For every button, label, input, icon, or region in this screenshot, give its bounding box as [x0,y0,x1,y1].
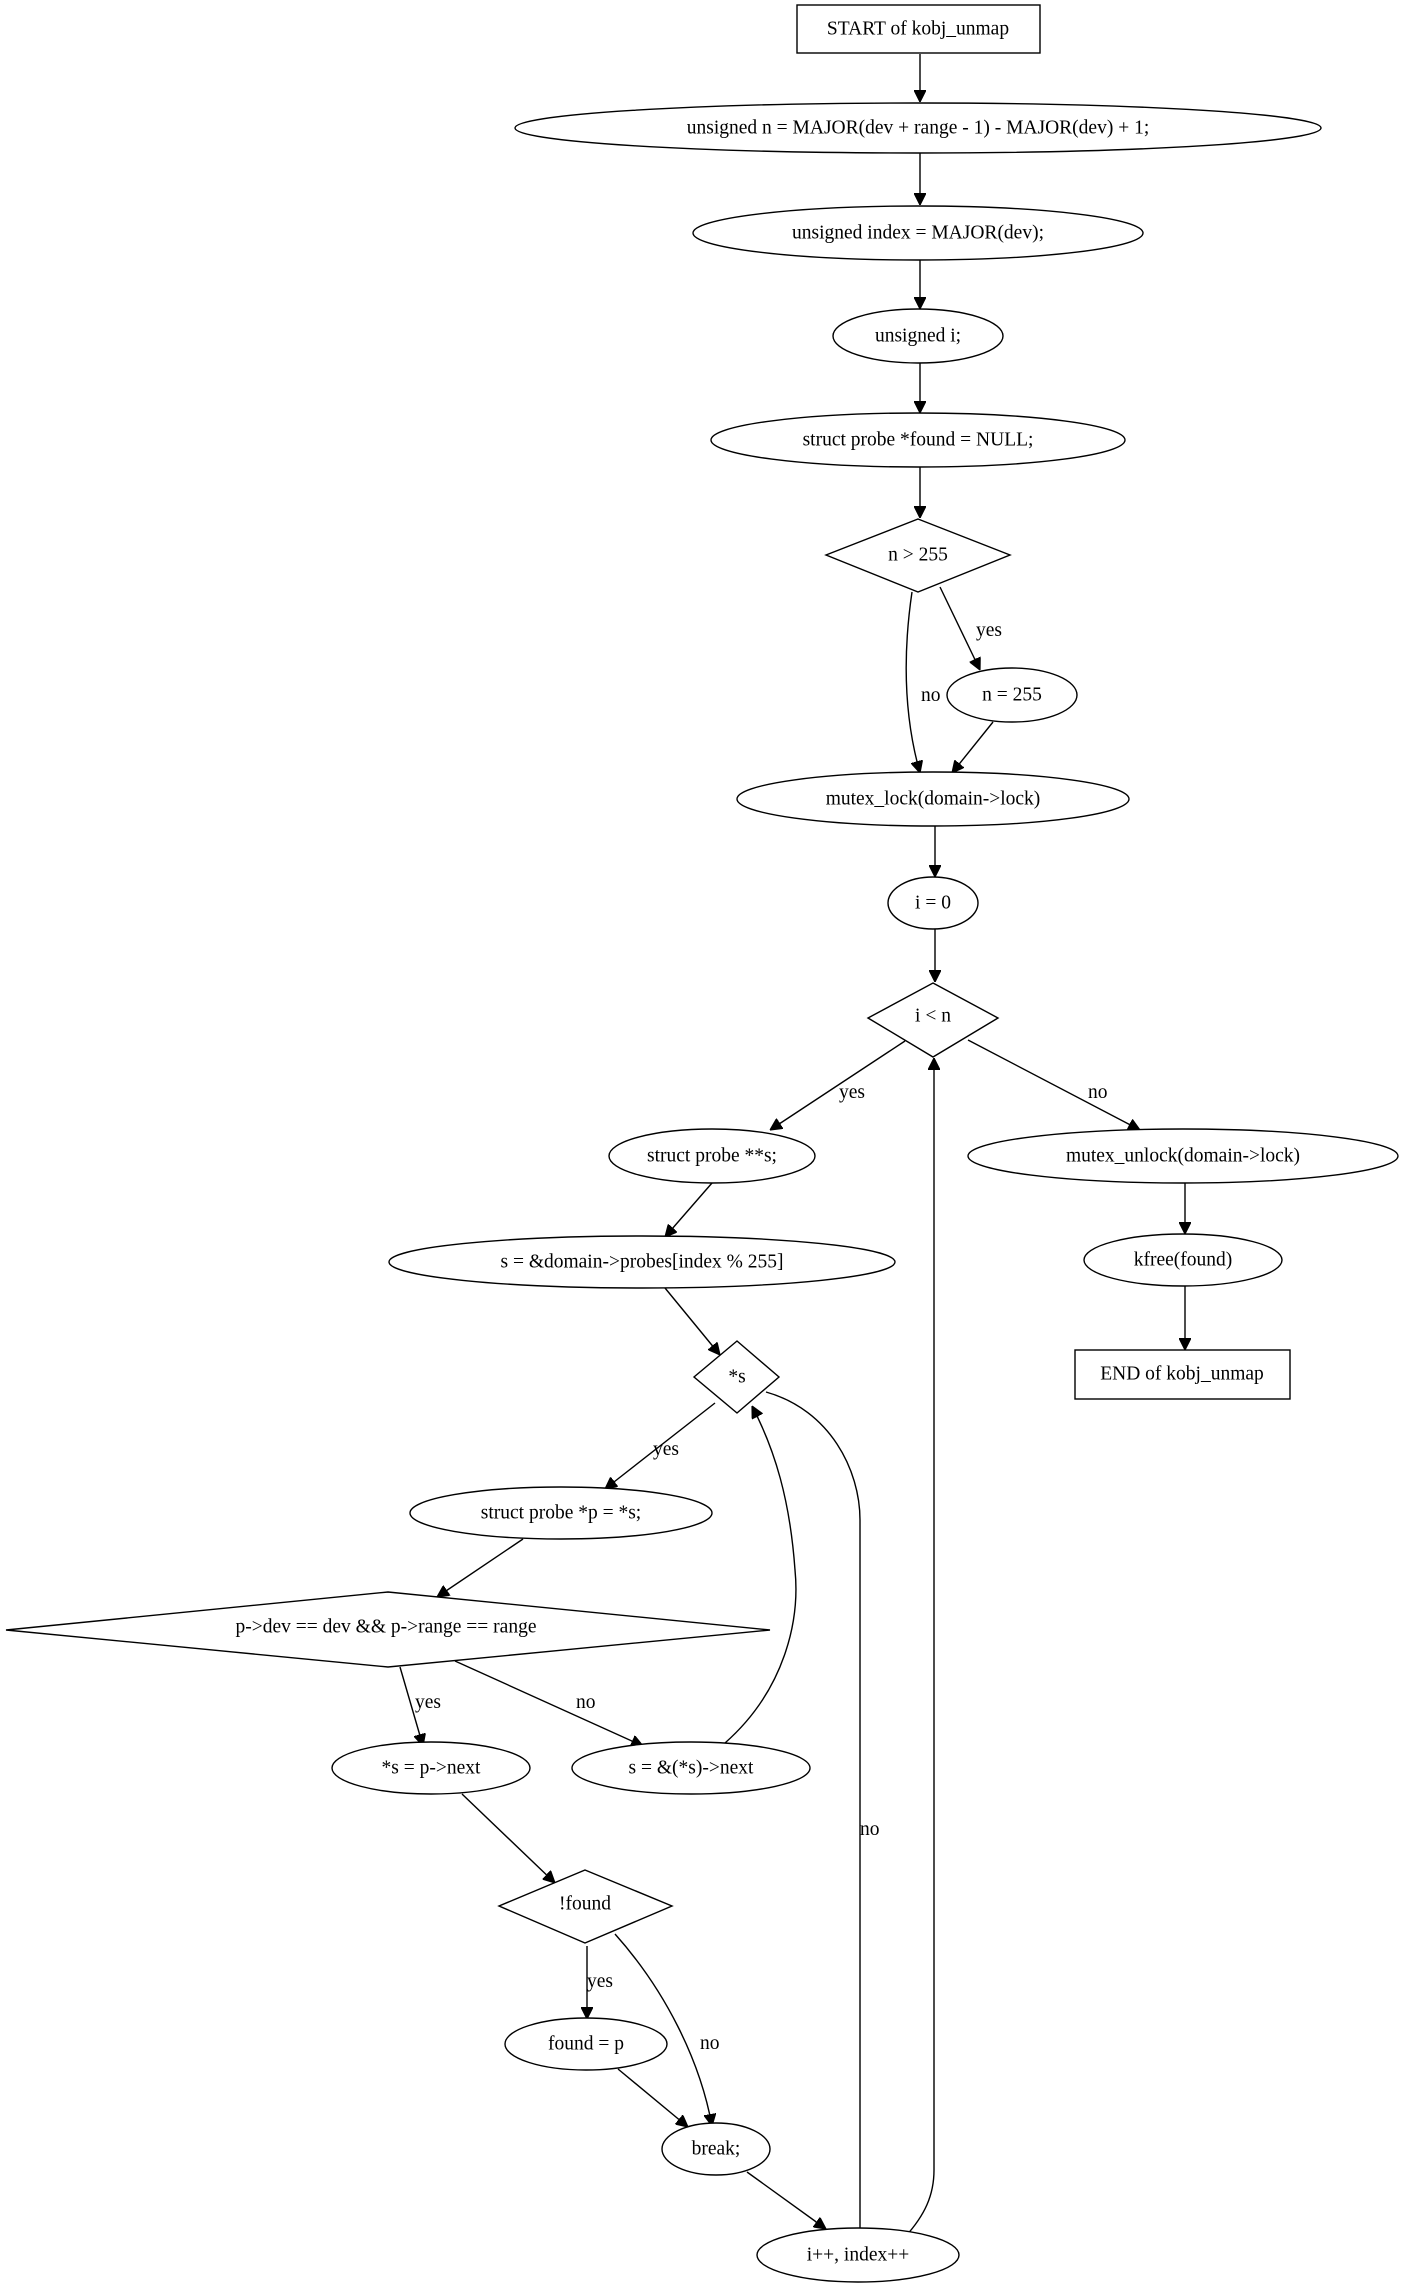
p-decl-node: struct probe *p = *s; [409,1486,713,1540]
found-check-diamond: !found [497,1869,674,1944]
start-node: START of kobj_unmap [796,4,1041,54]
n-set-label: n = 255 [982,685,1042,706]
edges [399,54,1185,2259]
p-check-label: p->dev == dev && p->range == range [236,1617,537,1638]
edge-p-check-no [454,1660,643,1746]
s-advance-label: s = &(*s)->next [629,1758,754,1779]
edge-labels: no yes yes no yes no yes no yes no [415,620,1108,2054]
edge-found-assign-to-break [617,2068,688,2127]
break-label: break; [692,2139,741,2160]
s-decl-node: struct probe **s; [608,1128,816,1184]
edge-label-n-check-no: no [921,685,941,706]
n-check-label: n > 255 [888,545,948,566]
i-decl-node: unsigned i; [832,308,1004,364]
edge-n-set-to-mutex-lock [952,721,994,773]
found-assign-node: found = p [504,2017,668,2071]
edge-i-check-yes [770,1040,906,1130]
edge-label-i-check-yes: yes [839,1082,865,1103]
i-inc-label: i++, index++ [807,2245,909,2266]
kfree-label: kfree(found) [1134,1250,1233,1271]
p-decl-label: struct probe *p = *s; [481,1503,641,1524]
edge-i-inc-to-i-check [904,1058,934,2238]
edge-s-decl-to-s-assign [665,1182,713,1237]
edge-label-found-check-yes: yes [587,1971,613,1992]
mutex-lock-shape [736,771,1130,827]
edge-label-found-check-no: no [700,2033,720,2054]
n-check-diamond: n > 255 [824,518,1012,593]
mutex-unlock-label: mutex_unlock(domain->lock) [1066,1146,1300,1167]
s-check-label: *s [728,1367,745,1388]
found-check-label: !found [559,1894,611,1915]
edge-s-check-no [765,1391,860,2259]
s-assign-label: s = &domain->probes[index % 255] [500,1252,783,1273]
p-check-diamond: p->dev == dev && p->range == range [5,1591,771,1668]
edge-s-next-assign-to-found-check [461,1793,555,1883]
edge-s-check-yes [605,1402,716,1489]
end-node: END of kobj_unmap [1074,1349,1291,1400]
s-decl-label: struct probe **s; [647,1146,777,1167]
edge-n-check-no [905,591,920,773]
edge-label-i-check-no: no [1088,1082,1108,1103]
mutex-lock-label: mutex_lock(domain->lock) [826,789,1041,810]
start-node-label: START of kobj_unmap [827,19,1009,40]
i-check-label: i < n [915,1006,951,1027]
s-check-diamond: *s [692,1340,781,1414]
i-init-node: i = 0 [887,876,979,930]
found-assign-label: found = p [548,2034,624,2055]
i-decl-label: unsigned i; [875,326,961,347]
edge-n-check-yes [939,586,980,670]
kfree-node: kfree(found) [1083,1233,1283,1287]
edge-i-check-no [967,1039,1140,1130]
nodes: START of kobj_unmap unsigned n = MAJOR(d… [5,4,1399,2283]
edge-found-check-no [614,1933,712,2126]
edge-label-n-check-yes: yes [976,620,1002,641]
found-decl-node: struct probe *found = NULL; [710,412,1126,468]
n-calc-label: unsigned n = MAJOR(dev + range - 1) - MA… [687,118,1149,139]
s-next-assign-node: *s = p->next [331,1741,531,1795]
edge-label-s-check-no: no [860,1819,880,1840]
edge-label-s-check-yes: yes [653,1439,679,1460]
mutex-unlock-shape [967,1128,1399,1184]
edge-label-p-check-yes: yes [415,1692,441,1713]
index-calc-label: unsigned index = MAJOR(dev); [792,223,1044,244]
index-calc-node: unsigned index = MAJOR(dev); [692,205,1144,261]
n-set-node: n = 255 [946,667,1078,723]
edge-p-check-yes [399,1666,423,1746]
edge-break-to-i-inc [746,2171,826,2229]
n-calc-node: unsigned n = MAJOR(dev + range - 1) - MA… [514,102,1322,154]
found-decl-label: struct probe *found = NULL; [803,430,1034,451]
s-advance-node: s = &(*s)->next [571,1741,811,1795]
end-node-label: END of kobj_unmap [1100,1364,1264,1385]
s-assign-node: s = &domain->probes[index % 255] [388,1235,896,1289]
edge-s-assign-to-s-check [664,1287,720,1355]
edge-p-decl-to-p-check [437,1538,524,1597]
edge-label-p-check-no: no [576,1692,596,1713]
edge-s-advance-to-s-check [724,1406,797,1744]
break-node: break; [661,2122,771,2176]
i-init-label: i = 0 [915,893,951,914]
s-next-assign-label: *s = p->next [382,1758,481,1779]
mutex-unlock-node: mutex_unlock(domain->lock) [967,1128,1399,1184]
i-inc-node: i++, index++ [756,2227,960,2283]
mutex-lock-node: mutex_lock(domain->lock) [736,771,1130,827]
i-check-diamond: i < n [866,982,1000,1058]
